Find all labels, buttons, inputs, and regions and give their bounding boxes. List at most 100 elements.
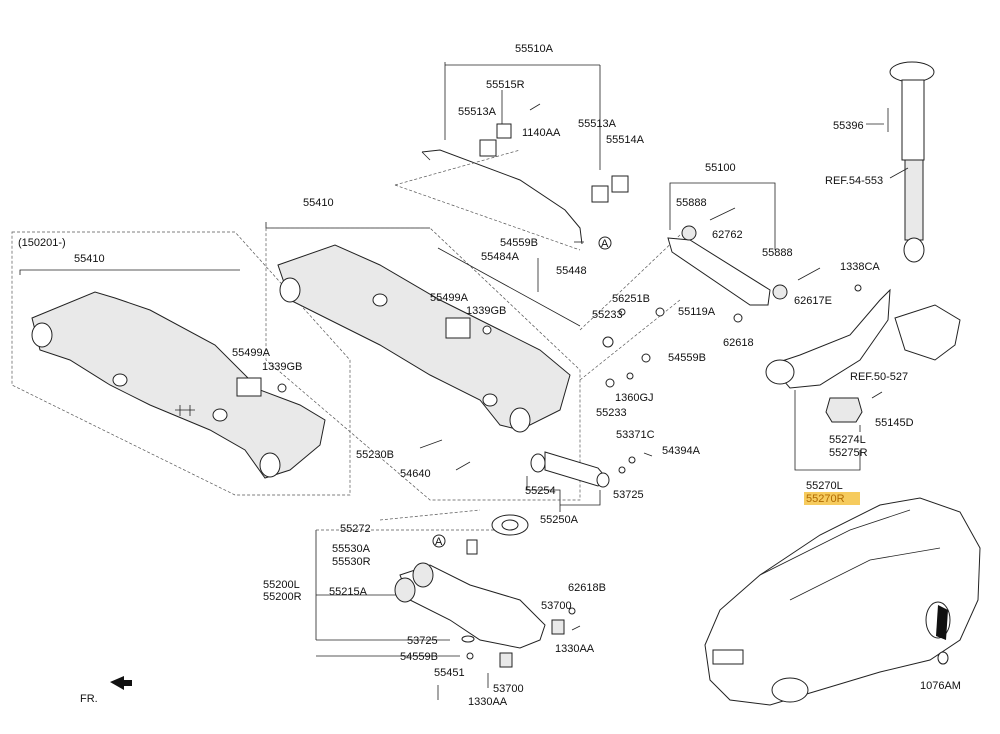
label-55514A: 55514A bbox=[606, 134, 645, 146]
nut-54559B bbox=[641, 353, 651, 363]
lower-arm-55270-group bbox=[765, 284, 961, 471]
shock-mount-top bbox=[889, 61, 935, 83]
label-55410-center: 55410 bbox=[303, 197, 334, 209]
leader-55410-center bbox=[265, 222, 430, 229]
label-54559B-top: 54559B bbox=[500, 237, 538, 249]
stabilizer-bar bbox=[421, 149, 583, 245]
arm-55200L bbox=[399, 564, 546, 649]
bushing-53700-top bbox=[551, 619, 565, 635]
bushing-55888-bottom bbox=[772, 284, 788, 300]
car-illustration bbox=[704, 497, 981, 706]
label-53725-mid: 53725 bbox=[613, 489, 644, 501]
label-1338CA: 1338CA bbox=[840, 261, 880, 273]
nut-53725-bottom bbox=[461, 635, 475, 643]
left-bracket-55499A bbox=[236, 377, 262, 397]
bushing-55513A-right bbox=[591, 185, 609, 203]
label-1140AA: 1140AA bbox=[522, 127, 561, 139]
label-55230B: 55230B bbox=[356, 449, 394, 461]
nut-1338CA bbox=[854, 284, 862, 292]
bolt-1330AA-right bbox=[571, 625, 581, 631]
label-55200R: 55200R bbox=[263, 591, 302, 603]
label-55100: 55100 bbox=[705, 162, 736, 174]
left-clip bbox=[175, 405, 195, 416]
label-55515R: 55515R bbox=[486, 79, 525, 91]
bolt-62617E bbox=[797, 267, 821, 281]
leader-55250A bbox=[526, 476, 601, 512]
shock-absorber-group bbox=[866, 61, 935, 263]
bolt-55145D bbox=[871, 391, 883, 399]
stabilizer-group bbox=[394, 62, 629, 251]
bushing-55215A bbox=[394, 577, 416, 603]
left-crossmember-group bbox=[11, 231, 351, 496]
washer-55233-bottom bbox=[605, 378, 615, 388]
bolt-54640 bbox=[455, 461, 471, 471]
label-55888-top: 55888 bbox=[676, 197, 707, 209]
label-55513A-right: 55513A bbox=[578, 118, 617, 130]
center-hardware bbox=[419, 307, 665, 474]
label-55451: 55451 bbox=[434, 667, 465, 679]
label-55499A-left: 55499A bbox=[232, 347, 271, 359]
left-bolt-1339GB bbox=[277, 383, 287, 393]
label-55272: 55272 bbox=[340, 523, 371, 535]
label-62762: 62762 bbox=[712, 229, 743, 241]
label-55530A: 55530A bbox=[332, 543, 371, 555]
nut-53725-mid bbox=[618, 466, 626, 474]
center-bracket-55499A bbox=[445, 317, 471, 339]
bushing-53700-bottom bbox=[499, 652, 513, 668]
label-1339GB-center: 1339GB bbox=[466, 305, 506, 317]
washer-55233-top bbox=[602, 336, 614, 348]
label-54394A: 54394A bbox=[662, 445, 701, 457]
label-circle-A-top: A bbox=[601, 238, 609, 250]
link-55530A bbox=[466, 539, 478, 555]
arm-55100 bbox=[667, 237, 771, 306]
car-front-wheel bbox=[771, 677, 809, 703]
label-55215A: 55215A bbox=[329, 586, 368, 598]
label-55484A: 55484A bbox=[481, 251, 520, 263]
label-55499A-center: 55499A bbox=[430, 292, 469, 304]
label-55396: 55396 bbox=[833, 120, 864, 132]
left-crossmember-part bbox=[31, 291, 326, 479]
center-bolt-1339GB bbox=[482, 325, 492, 335]
label-150201: (150201-) bbox=[18, 237, 66, 249]
clip-54394A bbox=[643, 452, 653, 457]
label-55448: 55448 bbox=[556, 265, 587, 277]
highlight-55270R bbox=[804, 492, 860, 505]
left-variant-box bbox=[11, 231, 351, 496]
label-55410-left: 55410 bbox=[74, 253, 105, 265]
trailing-arm-55100-group bbox=[667, 182, 821, 323]
car-grille bbox=[712, 649, 744, 665]
leader-55410-left bbox=[19, 269, 240, 275]
label-fr: FR. bbox=[80, 693, 98, 705]
center-bushing-2 bbox=[509, 407, 531, 433]
leader-55270 bbox=[794, 390, 861, 471]
leader-55100 bbox=[669, 182, 776, 250]
center-crossmember-group bbox=[265, 222, 581, 501]
left-hole-2 bbox=[212, 408, 228, 422]
knuckle-ref-50-527 bbox=[894, 304, 961, 361]
label-53725-bottom: 53725 bbox=[407, 635, 438, 647]
center-crossmember-part bbox=[277, 244, 571, 431]
label-1339GB-left: 1339GB bbox=[262, 361, 302, 373]
control-arm-55250A-group bbox=[526, 451, 610, 512]
arm-eye bbox=[765, 359, 795, 385]
arm-55270L bbox=[769, 288, 891, 389]
nut-54559B-bottom bbox=[466, 652, 474, 660]
label-62618: 62618 bbox=[723, 337, 754, 349]
car-body bbox=[704, 497, 981, 706]
bolt-55119A bbox=[655, 307, 665, 317]
label-55233-top: 55233 bbox=[592, 309, 623, 321]
bolt-1140AA bbox=[529, 103, 541, 111]
label-55274L: 55274L bbox=[829, 434, 866, 446]
nut-62618 bbox=[733, 313, 743, 323]
label-55254: 55254 bbox=[525, 485, 556, 497]
left-hole-1 bbox=[112, 373, 128, 387]
label-53371C: 53371C bbox=[616, 429, 655, 441]
label-1076AM: 1076AM bbox=[920, 680, 961, 692]
label-55119A: 55119A bbox=[678, 306, 716, 318]
label-55250A: 55250A bbox=[540, 514, 579, 526]
center-bushing-1 bbox=[279, 277, 301, 303]
stay-bar-55484A bbox=[437, 247, 581, 327]
front-direction-arrow bbox=[110, 676, 132, 690]
